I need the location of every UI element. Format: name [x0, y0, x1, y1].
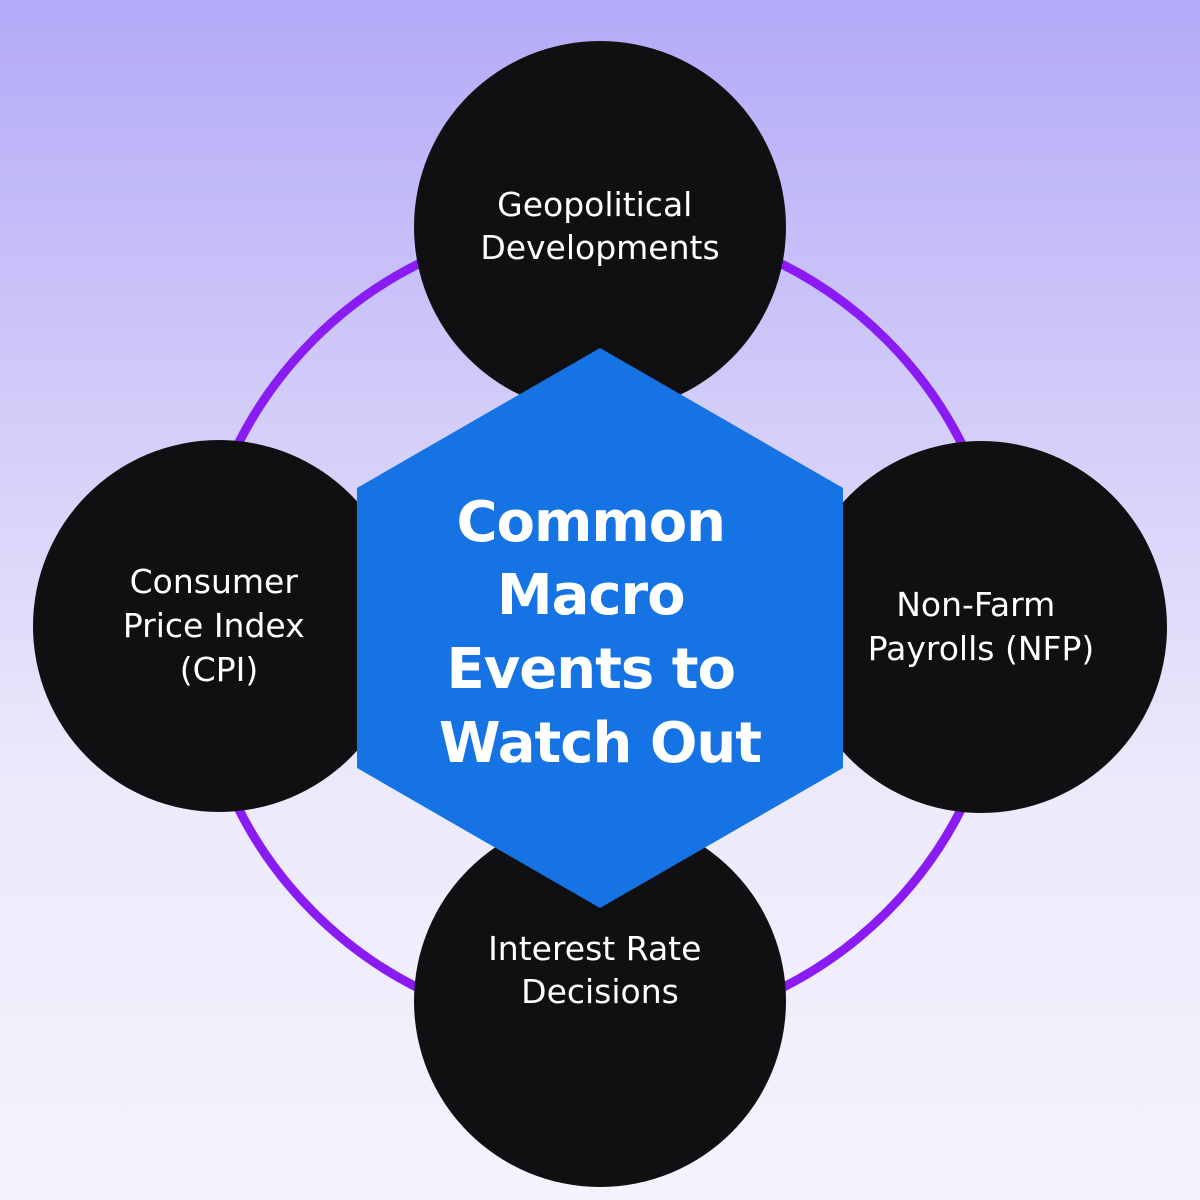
center-title: Common Macro Events to Watch Out: [439, 490, 761, 776]
node-nfp-line-2: Payrolls (NFP): [868, 629, 1095, 668]
node-interest-rate-circle: [414, 815, 786, 1187]
node-cpi-line-3: (CPI): [180, 650, 258, 689]
node-nfp-line-1: Non-Farm: [896, 585, 1055, 624]
node-interest-rate: Interest Rate Decisions: [414, 815, 786, 1187]
center-title-line-2: Macro: [497, 563, 685, 628]
node-cpi-circle: [33, 440, 405, 812]
node-interest-rate-line-2: Decisions: [521, 972, 679, 1011]
node-cpi: Consumer Price Index (CPI): [33, 440, 405, 812]
node-geopolitical-label: Geopolitical Developments: [480, 185, 719, 267]
node-geopolitical-line-1: Geopolitical: [497, 185, 692, 224]
center-title-line-1: Common: [456, 490, 725, 555]
node-cpi-line-1: Consumer: [130, 562, 299, 601]
node-interest-rate-label: Interest Rate Decisions: [488, 929, 712, 1011]
node-nfp-circle: [795, 441, 1167, 813]
node-interest-rate-line-1: Interest Rate: [488, 929, 701, 968]
center-hexagon: [357, 348, 843, 908]
node-geopolitical-circle: [414, 41, 786, 413]
center-title-line-3: Events to: [447, 637, 735, 702]
node-nfp-label: Non-Farm Payrolls (NFP): [868, 585, 1095, 668]
node-cpi-line-2: Price Index: [123, 606, 305, 645]
node-geopolitical-line-2: Developments: [480, 228, 719, 267]
node-nfp: Non-Farm Payrolls (NFP): [795, 441, 1167, 813]
center-title-line-4: Watch Out: [439, 711, 761, 776]
node-cpi-label: Consumer Price Index (CPI): [123, 562, 315, 689]
center-hexagon-group: Common Macro Events to Watch Out: [357, 348, 843, 908]
node-geopolitical: Geopolitical Developments: [414, 41, 786, 413]
